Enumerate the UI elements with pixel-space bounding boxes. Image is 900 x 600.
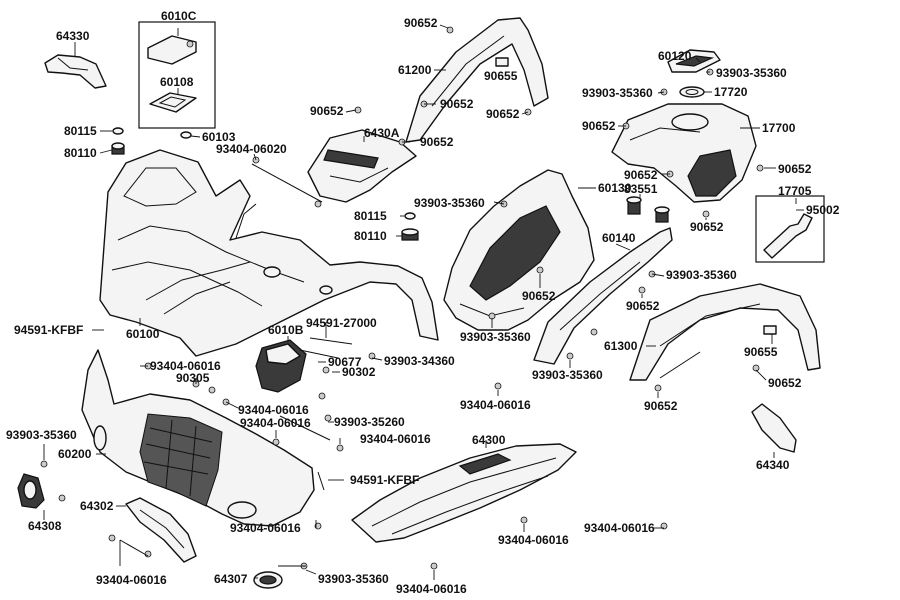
label-60130: 60130 <box>598 181 632 195</box>
label-60120: 60120 <box>658 49 692 63</box>
part-17705-hose-box <box>755 195 825 263</box>
part-64340-guard <box>751 403 797 453</box>
label-93903-34360: 93903-34360 <box>384 354 455 368</box>
rods <box>119 163 701 567</box>
label-64302: 64302 <box>80 499 114 513</box>
label-90677: 90677 <box>328 355 362 369</box>
label-60103: 60103 <box>202 130 236 144</box>
label-6010B: 6010B <box>268 323 304 337</box>
label-83551: 83551 <box>624 182 658 196</box>
label-94591-KFBF-a: 94591-KFBF <box>14 323 83 337</box>
label-93404-06016-i: 93404-06016 <box>96 573 167 587</box>
label-64307: 64307 <box>214 572 248 586</box>
label-90655-a: 90655 <box>484 69 518 83</box>
part-17720-ring <box>679 86 705 98</box>
label-90302: 90302 <box>342 365 376 379</box>
label-93404-06016-g: 93404-06016 <box>498 533 569 547</box>
label-64340: 64340 <box>756 458 790 472</box>
label-93404-06016-a: 93404-06016 <box>150 359 221 373</box>
label-93404-06016-b: 93404-06016 <box>238 403 309 417</box>
label-90652-b: 90652 <box>310 104 344 118</box>
part-60200-front-grille <box>81 349 315 527</box>
label-80115-center: 80115 <box>354 209 387 223</box>
label-93903-35360-e: 93903-35360 <box>460 330 531 344</box>
label-93903-35360-a: 93903-35360 <box>716 66 787 80</box>
label-93903-35360-g: 93903-35360 <box>6 428 77 442</box>
label-93404-06016-d: 93404-06016 <box>360 432 431 446</box>
label-93903-35360-d: 93903-35360 <box>666 268 737 282</box>
label-90652-j: 90652 <box>522 289 556 303</box>
part-90655-clip-b <box>763 325 777 335</box>
part-61200-fender-flare <box>405 17 549 143</box>
label-90652-i: 90652 <box>690 220 724 234</box>
leader-lines <box>43 24 804 580</box>
part-64307-reflector <box>253 571 283 589</box>
label-94591-27000: 94591-27000 <box>306 316 377 330</box>
part-60140-side-strip <box>533 227 673 365</box>
label-90652-m: 90652 <box>644 399 678 413</box>
label-90652-f: 90652 <box>582 119 616 133</box>
part-64300-skid-plate <box>351 443 577 543</box>
label-90305: 90305 <box>176 371 210 385</box>
label-60108: 60108 <box>160 75 194 89</box>
label-6010C: 6010C <box>161 9 197 23</box>
label-80110-center: 80110 <box>354 229 387 243</box>
label-90655-b: 90655 <box>744 345 778 359</box>
label-90652-e: 90652 <box>420 135 454 149</box>
label-93404-06016-j: 93404-06016 <box>396 582 467 596</box>
label-80115-left: 80115 <box>64 124 97 138</box>
label-93903-35360-c: 93903-35360 <box>414 196 485 210</box>
label-6430A: 6430A <box>364 126 400 140</box>
part-83551-mount <box>626 196 670 223</box>
label-90652-l: 90652 <box>768 376 802 390</box>
label-90652-g: 90652 <box>778 162 812 176</box>
part-80115-80110-left <box>111 127 125 155</box>
label-93903-35360-b: 93903-35360 <box>582 86 653 100</box>
part-64330-bracket <box>44 54 107 89</box>
part-60120-cap <box>667 49 721 73</box>
label-93404-06016-f: 93404-06016 <box>230 521 301 535</box>
label-93404-06016-c: 93404-06016 <box>240 416 311 430</box>
part-80115-80110-center <box>401 212 419 241</box>
part-17700-tank-cover <box>611 103 757 203</box>
part-64302-lower-skid <box>125 497 197 563</box>
part-90655-clip-a <box>495 57 509 67</box>
label-60200: 60200 <box>58 447 92 461</box>
label-93903-35360-h: 93903-35360 <box>318 572 389 586</box>
label-93903-35360-f: 93903-35360 <box>532 368 603 382</box>
label-17720: 17720 <box>714 85 748 99</box>
label-93404-06020: 93404-06020 <box>216 142 287 156</box>
label-90652-d: 90652 <box>486 107 520 121</box>
part-64308-bracket <box>17 473 45 509</box>
label-17700: 17700 <box>762 121 796 135</box>
label-90652-top: 90652 <box>404 16 438 30</box>
label-17705: 17705 <box>778 184 812 198</box>
label-64308: 64308 <box>28 519 62 533</box>
part-6010C-box <box>138 21 216 129</box>
part-60100-front-fender <box>99 149 439 357</box>
label-90652-c: 90652 <box>440 97 474 111</box>
part-6010B-console <box>255 339 307 393</box>
part-60103-grommet <box>180 131 192 139</box>
part-6430A-visor <box>307 129 417 203</box>
label-64330: 64330 <box>56 29 90 43</box>
part-61300-rear-flare <box>629 283 821 381</box>
label-95002: 95002 <box>806 203 840 217</box>
label-80110-left: 80110 <box>64 146 97 160</box>
label-60140: 60140 <box>602 231 636 245</box>
label-94591-KFBF-b: 94591-KFBF <box>350 473 419 487</box>
label-93404-06016-h: 93404-06016 <box>584 521 655 535</box>
label-64300: 64300 <box>472 433 506 447</box>
label-93404-06016-e: 93404-06016 <box>460 398 531 412</box>
part-60130-side-panel <box>443 169 595 331</box>
label-90652-k: 90652 <box>626 299 660 313</box>
part-labels: 64330 6010C 60108 60103 80115 80110 9340… <box>6 9 840 596</box>
label-60100: 60100 <box>126 327 160 341</box>
label-93903-35260: 93903-35260 <box>334 415 405 429</box>
label-61200: 61200 <box>398 63 432 77</box>
label-90652-h: 90652 <box>624 168 658 182</box>
label-61300: 61300 <box>604 339 638 353</box>
